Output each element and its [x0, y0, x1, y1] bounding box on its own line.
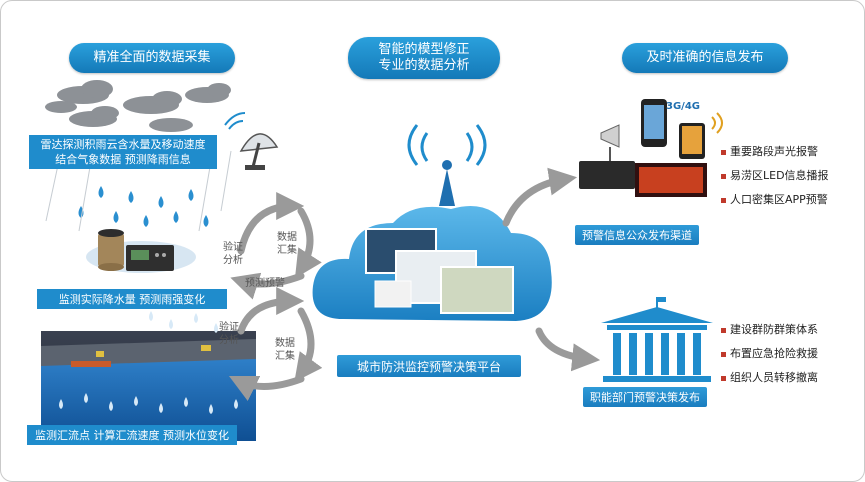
flow-caption: 监测汇流点 计算汇流速度 预测水位变化: [27, 425, 237, 445]
radar-caption: 雷达探测积雨云含水量及移动速度 结合气象数据 预测降雨信息: [29, 135, 217, 169]
dept-bullet-2-text: 布置应急抢险救援: [730, 347, 818, 360]
cycle-label-collect-top-line1: 数据: [277, 232, 297, 243]
section-title-collection-text: 精准全面的数据采集: [93, 50, 211, 65]
bullet-marker: [721, 327, 726, 333]
section-title-analysis-line1: 智能的模型修正: [378, 42, 470, 57]
underpass-flood-scene: [41, 311, 256, 441]
dept-bullet-2: 布置应急抢险救援: [721, 345, 818, 361]
public-bullet-2: 易涝区LED信息播报: [721, 167, 829, 183]
cycle-label-forecast: 预测预警: [245, 277, 285, 290]
public-bullet-1: 重要路段声光报警: [721, 143, 818, 159]
dept-caption: 职能部门预警决策发布: [583, 387, 707, 407]
cycle-label-forecast-text: 预测预警: [245, 278, 285, 289]
platform-caption: 城市防洪监控预警决策平台: [337, 355, 521, 377]
public-bullet-1-text: 重要路段声光报警: [730, 145, 818, 158]
public-channel-caption: 预警信息公众发布渠道: [575, 225, 699, 245]
broadcast-tower-icon: [407, 124, 487, 206]
section-title-analysis-line2: 专业的数据分析: [378, 58, 470, 73]
platform-caption-text: 城市防洪监控预警决策平台: [356, 359, 501, 374]
output-arrows: [502, 167, 601, 372]
public-bullet-3: 人口密集区APP预警: [721, 191, 828, 207]
cycle-label-verify-top-line1: 验证: [223, 242, 243, 253]
government-building-icon: [601, 297, 713, 382]
cycle-label-collect-bottom: 数据 汇集: [275, 337, 295, 363]
network-badge-text: 3G/4G: [666, 101, 700, 112]
cycle-label-collect-top-line2: 汇集: [277, 245, 297, 256]
cycle-label-verify-top-line2: 分析: [223, 255, 243, 266]
network-badge: 3G/4G: [666, 100, 700, 113]
section-title-publish-text: 及时准确的信息发布: [646, 50, 764, 65]
public-bullet-3-text: 人口密集区APP预警: [730, 193, 828, 206]
cycle-label-verify-bottom-line1: 验证: [219, 322, 239, 333]
cycle-label-verify-bottom-line2: 分析: [219, 335, 239, 346]
cycle-label-collect-bottom-line2: 汇集: [275, 351, 295, 362]
platform-cloud: [312, 206, 552, 321]
public-channel-caption-text: 预警信息公众发布渠道: [582, 229, 692, 242]
bullet-marker: [721, 375, 726, 381]
public-bullet-2-text: 易涝区LED信息播报: [730, 169, 829, 182]
dept-caption-text: 职能部门预警决策发布: [590, 391, 700, 404]
dept-bullet-1-text: 建设群防群策体系: [730, 323, 818, 336]
bullet-marker: [721, 197, 726, 203]
radar-caption-line2: 结合气象数据 预测降雨信息: [55, 153, 191, 166]
rain-drops: [78, 186, 209, 227]
data-logger-icon: [126, 245, 174, 271]
radar-dish-icon: [224, 112, 279, 170]
dept-bullet-3-text: 组织人员转移撤离: [730, 371, 818, 384]
rain-clouds: [45, 80, 231, 132]
cycle-label-verify-bottom: 验证 分析: [219, 321, 239, 347]
dept-bullet-1: 建设群防群策体系: [721, 321, 818, 337]
flow-caption-text: 监测汇流点 计算汇流速度 预测水位变化: [35, 428, 229, 442]
radar-caption-line1: 雷达探测积雨云含水量及移动速度: [40, 138, 206, 151]
cycle-label-collect-bottom-line1: 数据: [275, 338, 295, 349]
gauge-caption-text: 监测实际降水量 预测雨强变化: [58, 292, 206, 306]
public-devices: [579, 99, 723, 197]
cycle-label-verify-top: 验证 分析: [223, 241, 243, 267]
bullet-marker: [721, 149, 726, 155]
section-title-analysis: 智能的模型修正 专业的数据分析: [348, 37, 500, 79]
gauge-caption: 监测实际降水量 预测雨强变化: [37, 289, 227, 309]
bullet-marker: [721, 173, 726, 179]
dept-bullet-3: 组织人员转移撤离: [721, 369, 818, 385]
section-title-publish: 及时准确的信息发布: [622, 43, 788, 73]
section-title-collection: 精准全面的数据采集: [69, 43, 235, 73]
bullet-marker: [721, 351, 726, 357]
cycle-arrows: [228, 192, 323, 402]
cycle-label-collect-top: 数据 汇集: [277, 231, 297, 257]
